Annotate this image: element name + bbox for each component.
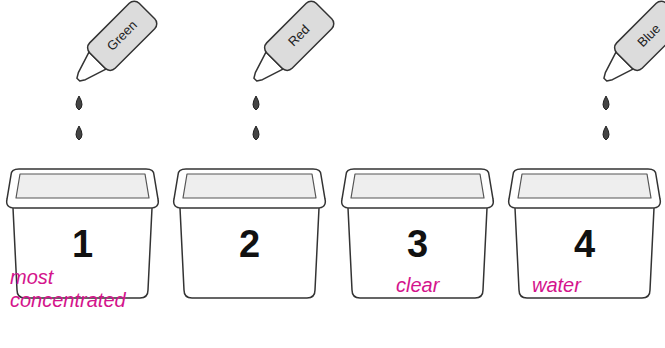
- dropper-bottle: Green: [64, 0, 162, 94]
- drop: [253, 126, 259, 140]
- tub-rim: [174, 169, 326, 208]
- dropper-bottle: Red: [241, 0, 339, 94]
- tub-number: 1: [5, 224, 160, 264]
- bottle-body: [612, 0, 665, 73]
- drop: [603, 126, 609, 140]
- bottle-body: [262, 0, 337, 73]
- drop: [76, 96, 82, 110]
- tub-number: 4: [507, 224, 662, 264]
- drops: [76, 96, 609, 140]
- container-tub: 2: [172, 168, 327, 300]
- container-tub: 4: [507, 168, 662, 300]
- caption-note: clear: [396, 274, 476, 297]
- caption-note: most concentrated: [10, 266, 140, 312]
- tub-rim: [7, 169, 159, 208]
- tub-opening: [16, 174, 149, 198]
- tub-number: 3: [340, 224, 495, 264]
- bottle-body: [85, 0, 160, 73]
- tub-opening: [183, 174, 316, 198]
- drop: [603, 96, 609, 110]
- drop: [76, 126, 82, 140]
- dropper-bottle: Blue: [591, 0, 665, 94]
- drop: [253, 96, 259, 110]
- tub-opening: [351, 174, 484, 198]
- tub-number: 2: [172, 224, 327, 264]
- tub-opening: [518, 174, 651, 198]
- tub-rim: [509, 169, 661, 208]
- tub-rim: [342, 169, 494, 208]
- caption-note: water: [532, 274, 612, 297]
